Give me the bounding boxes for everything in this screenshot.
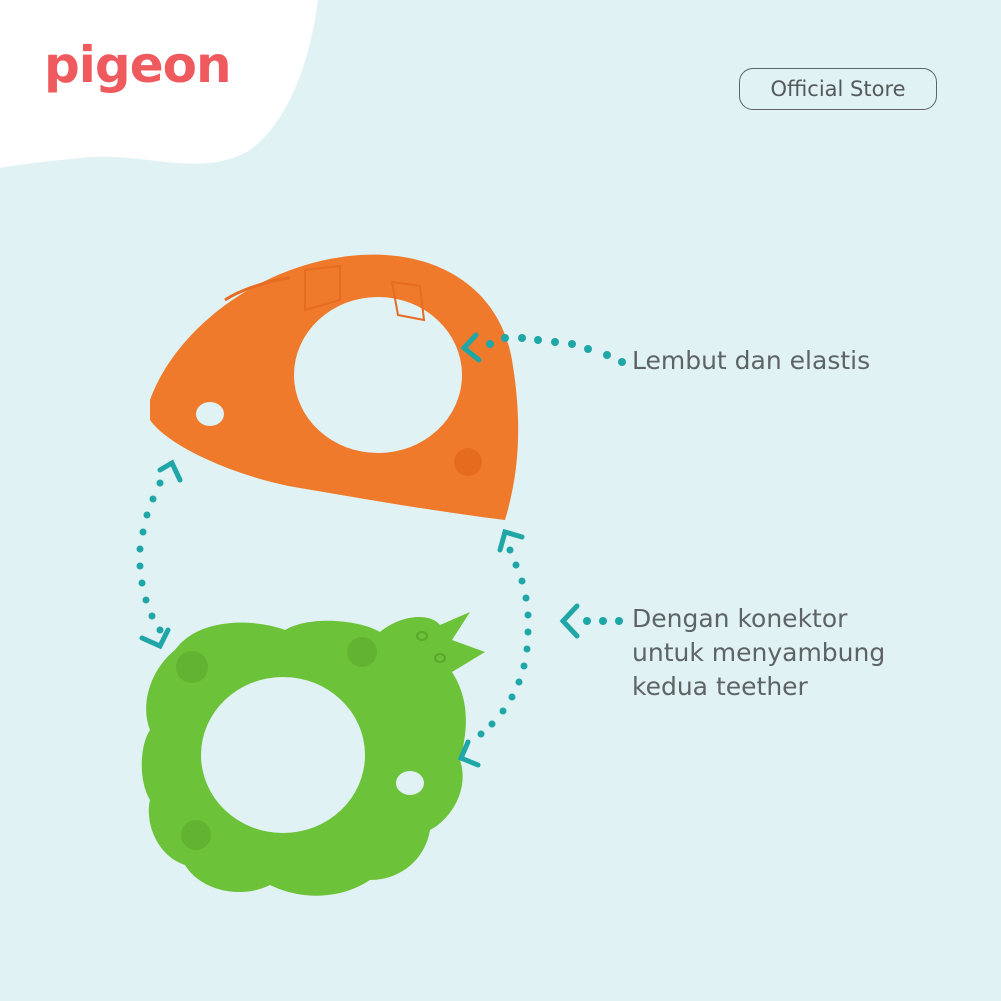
green-teether-image [141,612,485,896]
chevron-left-icon [460,332,482,363]
callout-2-connector [559,603,623,639]
callout-text-line-1: Dengan konektor [632,604,848,633]
right-link-arrow [457,528,532,768]
left-link-arrow [136,459,183,650]
callout-1-connector [460,332,626,366]
orange-teether-image [150,254,519,520]
chevron-left-icon [457,739,481,768]
callout-text: Lembut dan elastis [632,346,871,375]
pigeon-logo[interactable]: pigeon [44,36,232,94]
chevron-up-icon [157,459,183,483]
official-store-badge[interactable]: Official Store [739,68,937,110]
callout-soft-elastic: Lembut dan elastis [632,344,870,378]
chevron-up-icon [497,528,525,553]
callout-text-line-3: kedua teether [632,672,808,701]
callout-text-line-2: untuk menyambung [632,638,886,667]
official-store-label: Official Store [770,77,906,101]
chevron-left-icon [559,603,580,639]
callout-connector: Dengan konektor untuk menyambung kedua t… [632,602,885,704]
chevron-down-icon [139,627,171,650]
